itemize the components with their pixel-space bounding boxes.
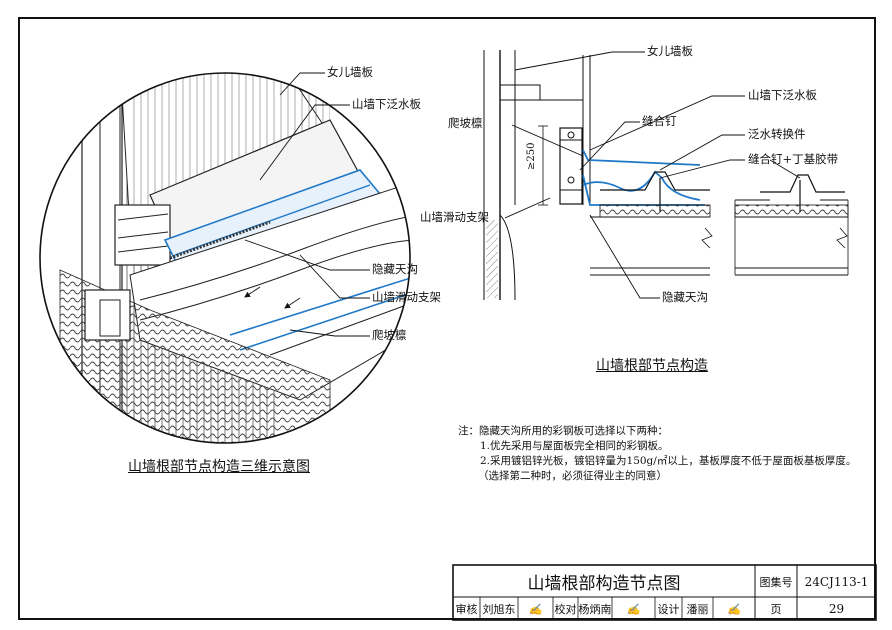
page-label: 页 [770,603,782,616]
atlas-number: 24CJ113-1 [804,574,869,589]
label-seam-nail: 缝合钉 [642,114,677,128]
page-number: 29 [828,602,845,616]
label-transfer: 泛水转换件 [748,127,806,141]
notes-block: 注：隐藏天沟所用的彩钢板可选择以下两种： 1.优先采用与屋面板完全相同的彩钢板。… [458,424,856,484]
drawing-frame [18,17,876,620]
drawing-title: 山墙根部构造节点图 [527,573,681,594]
check-signature: ✍ [626,602,641,616]
label-seam-nail-butyl: 缝合钉+丁基胶带 [748,152,839,166]
review-label: 审核 [455,603,478,616]
leader-lines-3d [244,72,370,337]
review-name: 刘旭东 [482,603,516,616]
label-hidden-gutter-3d: 隐藏天沟 [372,262,418,276]
notes-item-3: （选择第二种时，必须征得业主的同意） [478,470,667,482]
leader-lines-section [504,51,801,299]
notes-item-1: 1.优先采用与屋面板完全相同的彩钢板。 [480,440,669,452]
check-label: 校对 [554,603,577,616]
label-sliding-bracket-3d: 山墙滑动支架 [372,290,441,304]
label-flashing-3d: 山墙下泛水板 [352,97,421,111]
atlas-label: 图集号 [759,575,793,589]
caption-3d: 山墙根部节点构造三维示意图 [128,459,310,475]
design-label: 设计 [657,603,680,616]
three-d-view [40,73,410,443]
label-parapet-panel-section: 女儿墙板 [647,44,693,58]
label-flashing-section: 山墙下泛水板 [748,88,817,102]
review-signature: ✍ [528,602,543,616]
label-purlin-section: 爬坡檩 [448,116,483,130]
notes-item-2: 2.采用镀铝锌光板，镀铝锌量为150g/㎡以上，基板厚度不低于屋面板基板厚度。 [480,455,857,467]
label-sliding-bracket-section: 山墙滑动支架 [420,210,489,224]
caption-section: 山墙根部节点构造 [596,358,708,374]
design-name: 潘丽 [686,603,709,616]
label-purlin-3d: 爬坡檩 [372,328,407,342]
check-name: 杨炳南 [578,603,612,616]
detail-circle [39,72,411,444]
label-hidden-gutter-section: 隐藏天沟 [662,290,708,304]
label-parapet-panel-3d: 女儿墙板 [327,65,373,79]
notes-head: 注：隐藏天沟所用的彩钢板可选择以下两种： [458,425,668,437]
design-signature: ✍ [727,602,741,616]
section-view [483,50,849,301]
